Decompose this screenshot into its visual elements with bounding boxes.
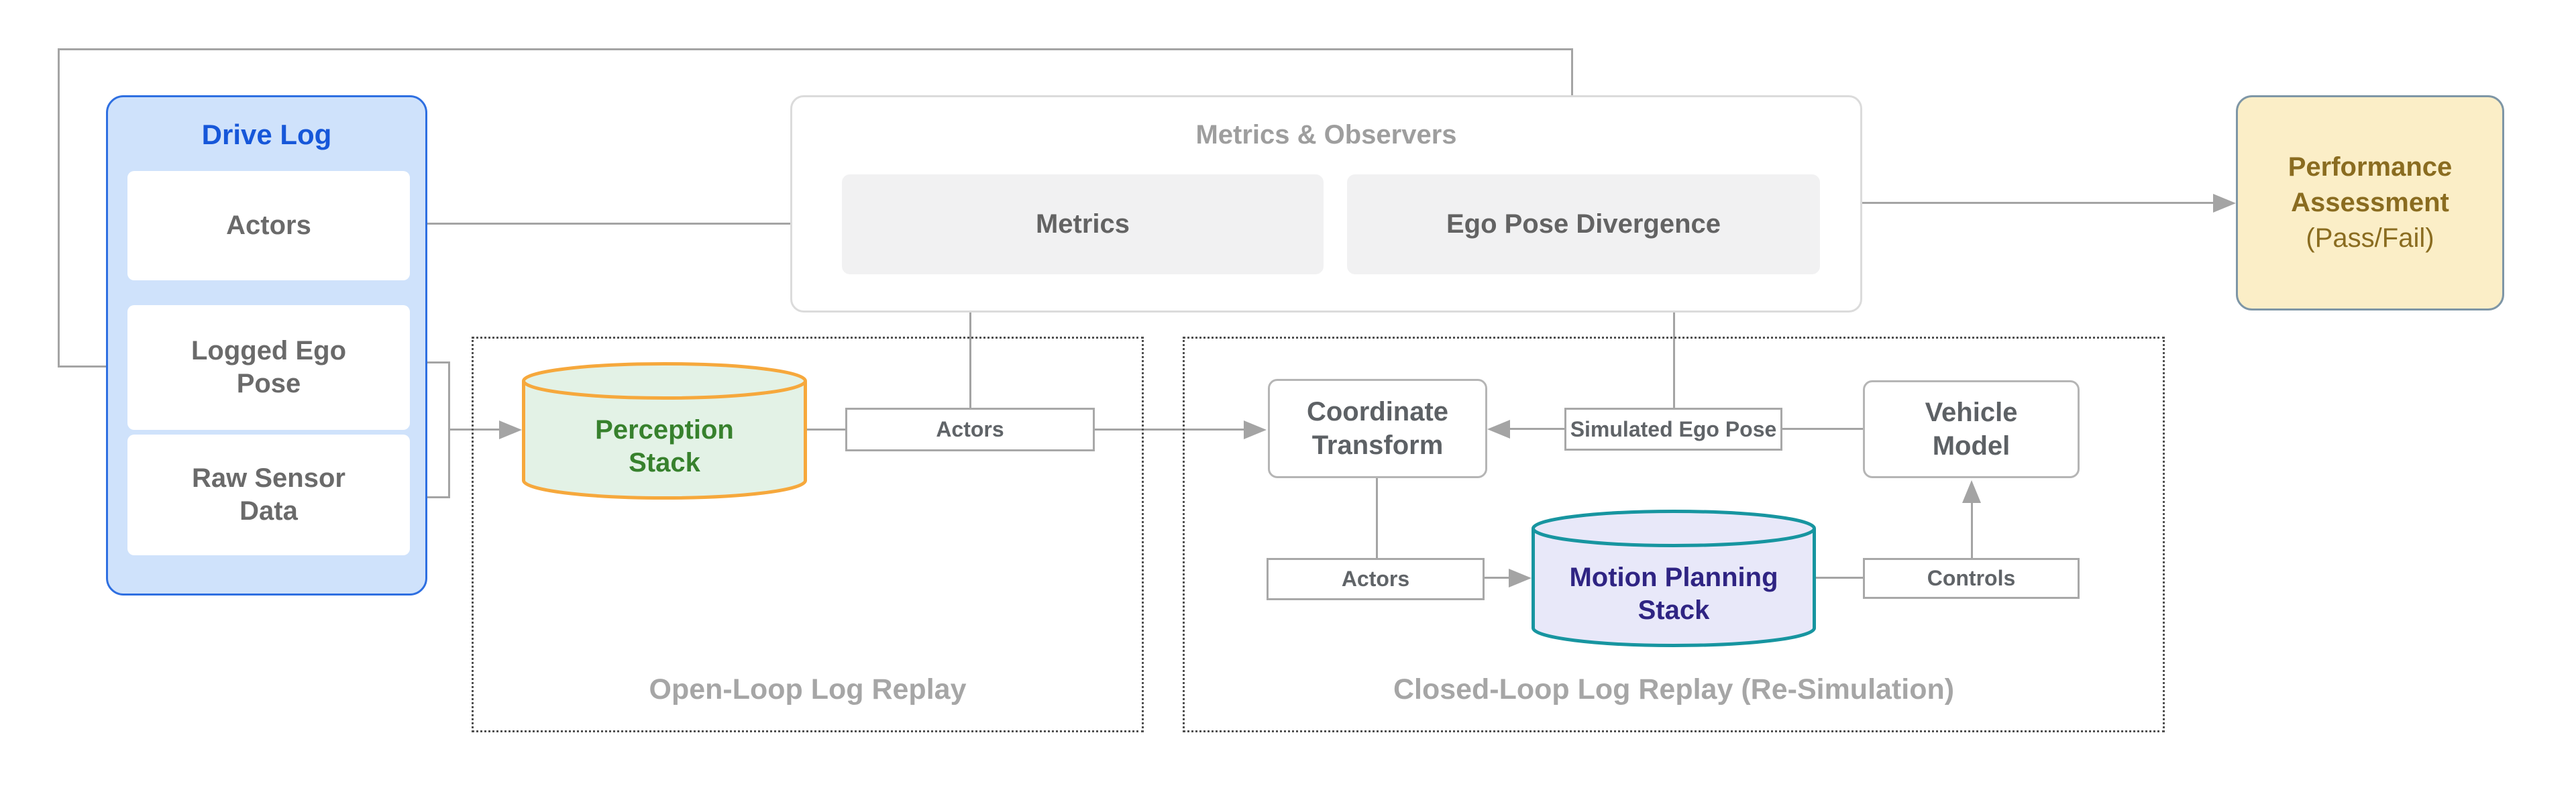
perception-cylinder-shape xyxy=(522,362,807,500)
connector-observers-to-assessment xyxy=(1862,202,2214,204)
metrics-observers-container: Metrics & Observers Metrics Ego Pose Div… xyxy=(790,95,1862,313)
connector-vehicle-model-to-sim-ego xyxy=(1782,428,1864,430)
connector-perception-to-actors xyxy=(807,429,846,431)
closed-loop-label: Closed-Loop Log Replay (Re-Simulation) xyxy=(1393,673,1955,706)
metrics-label: Metrics xyxy=(1035,209,1130,239)
motion-planning-stack-label-wrap: Motion Planning Stack xyxy=(1532,546,1816,642)
coordinate-transform-node: Coordinate Transform xyxy=(1268,379,1487,478)
connector-sim-ego-up-to-divergence xyxy=(1673,298,1675,408)
simulated-ego-pose-node: Simulated Ego Pose xyxy=(1564,408,1782,451)
ego-pose-divergence-label: Ego Pose Divergence xyxy=(1446,209,1721,239)
open-loop-actors-label: Actors xyxy=(936,417,1004,441)
open-loop-group: Open-Loop Log Replay xyxy=(472,337,1144,732)
connector-raw-sensor-right-stub xyxy=(408,496,450,498)
arrowhead-into-perception-stack xyxy=(499,420,522,439)
vehicle-model-node: Vehicle Model xyxy=(1863,380,2080,478)
performance-assessment-title: Performance Assessment xyxy=(2288,152,2453,218)
performance-assessment-node: Performance Assessment (Pass/Fail) xyxy=(2236,95,2504,311)
closed-loop-actors-node: Actors xyxy=(1267,558,1485,600)
metrics-node: Metrics xyxy=(842,174,1324,274)
drive-log-actors-label: Actors xyxy=(226,211,311,241)
drive-log-logged-ego-pose-node: Logged Ego Pose xyxy=(127,305,410,430)
closed-loop-actors-label: Actors xyxy=(1341,567,1410,591)
open-loop-actors-node: Actors xyxy=(845,408,1095,451)
connector-actors-to-metrics xyxy=(408,223,818,225)
motion-planning-stack-node: Motion Planning Stack xyxy=(1532,510,1816,647)
motion-planning-stack-label: Motion Planning Stack xyxy=(1569,562,1778,625)
connector-logged-ego-left-stub xyxy=(58,365,108,368)
closed-loop-group: Closed-Loop Log Replay (Re-Simulation) xyxy=(1183,337,2165,732)
controls-label: Controls xyxy=(1927,566,2016,590)
simulated-ego-pose-label: Simulated Ego Pose xyxy=(1570,416,1777,441)
arrowhead-into-vehicle-model-bottom xyxy=(1962,480,1981,503)
drive-log-raw-sensor-data-node: Raw Sensor Data xyxy=(127,435,410,555)
performance-assessment-subtitle: (Pass/Fail) xyxy=(2306,223,2434,253)
coordinate-transform-label: Coordinate Transform xyxy=(1306,397,1449,460)
motion-planning-cylinder-shape xyxy=(1532,510,1816,647)
drive-log-logged-ego-pose-label: Logged Ego Pose xyxy=(191,336,347,398)
connector-coordinate-transform-to-actors xyxy=(1376,478,1378,559)
connector-actors-to-coordinate-transform xyxy=(1095,429,1245,431)
metrics-observers-title: Metrics & Observers xyxy=(1195,120,1457,150)
connector-logged-ego-left-vertical xyxy=(58,48,60,368)
arrowhead-into-motion-planning xyxy=(1509,569,1532,587)
connector-actors-up-to-metrics xyxy=(969,294,971,408)
drive-log-container: Drive Log Actors Logged Ego Pose Raw Sen… xyxy=(106,95,427,596)
connector-sim-ego-to-coordinate-transform xyxy=(1509,428,1565,430)
arrowhead-into-coordinate-transform xyxy=(1244,420,1267,439)
open-loop-label: Open-Loop Log Replay xyxy=(649,673,967,706)
connector-controls-up-to-vehicle-model xyxy=(1971,502,1973,559)
ego-pose-divergence-node: Ego Pose Divergence xyxy=(1347,174,1820,274)
perception-stack-label: Perception Stack xyxy=(595,414,734,477)
perception-stack-label-wrap: Perception Stack xyxy=(522,398,807,494)
connector-bracket-to-perception xyxy=(448,429,500,431)
drive-log-title: Drive Log xyxy=(201,119,332,150)
connector-logged-ego-right-stub xyxy=(408,361,450,363)
connector-actors-to-motion-planning xyxy=(1485,577,1510,579)
arrowhead-into-coordinate-transform-right xyxy=(1487,420,1510,439)
drive-log-actors-node: Actors xyxy=(127,171,410,280)
controls-node: Controls xyxy=(1863,558,2080,599)
vehicle-model-label: Vehicle Model xyxy=(1925,398,2018,461)
arrowhead-into-performance-assessment xyxy=(2213,194,2236,213)
connector-logged-ego-to-divergence-top xyxy=(58,48,1572,50)
connector-motion-planning-to-controls xyxy=(1816,577,1864,579)
perception-stack-node: Perception Stack xyxy=(522,362,807,500)
drive-log-raw-sensor-data-label: Raw Sensor Data xyxy=(192,463,345,526)
